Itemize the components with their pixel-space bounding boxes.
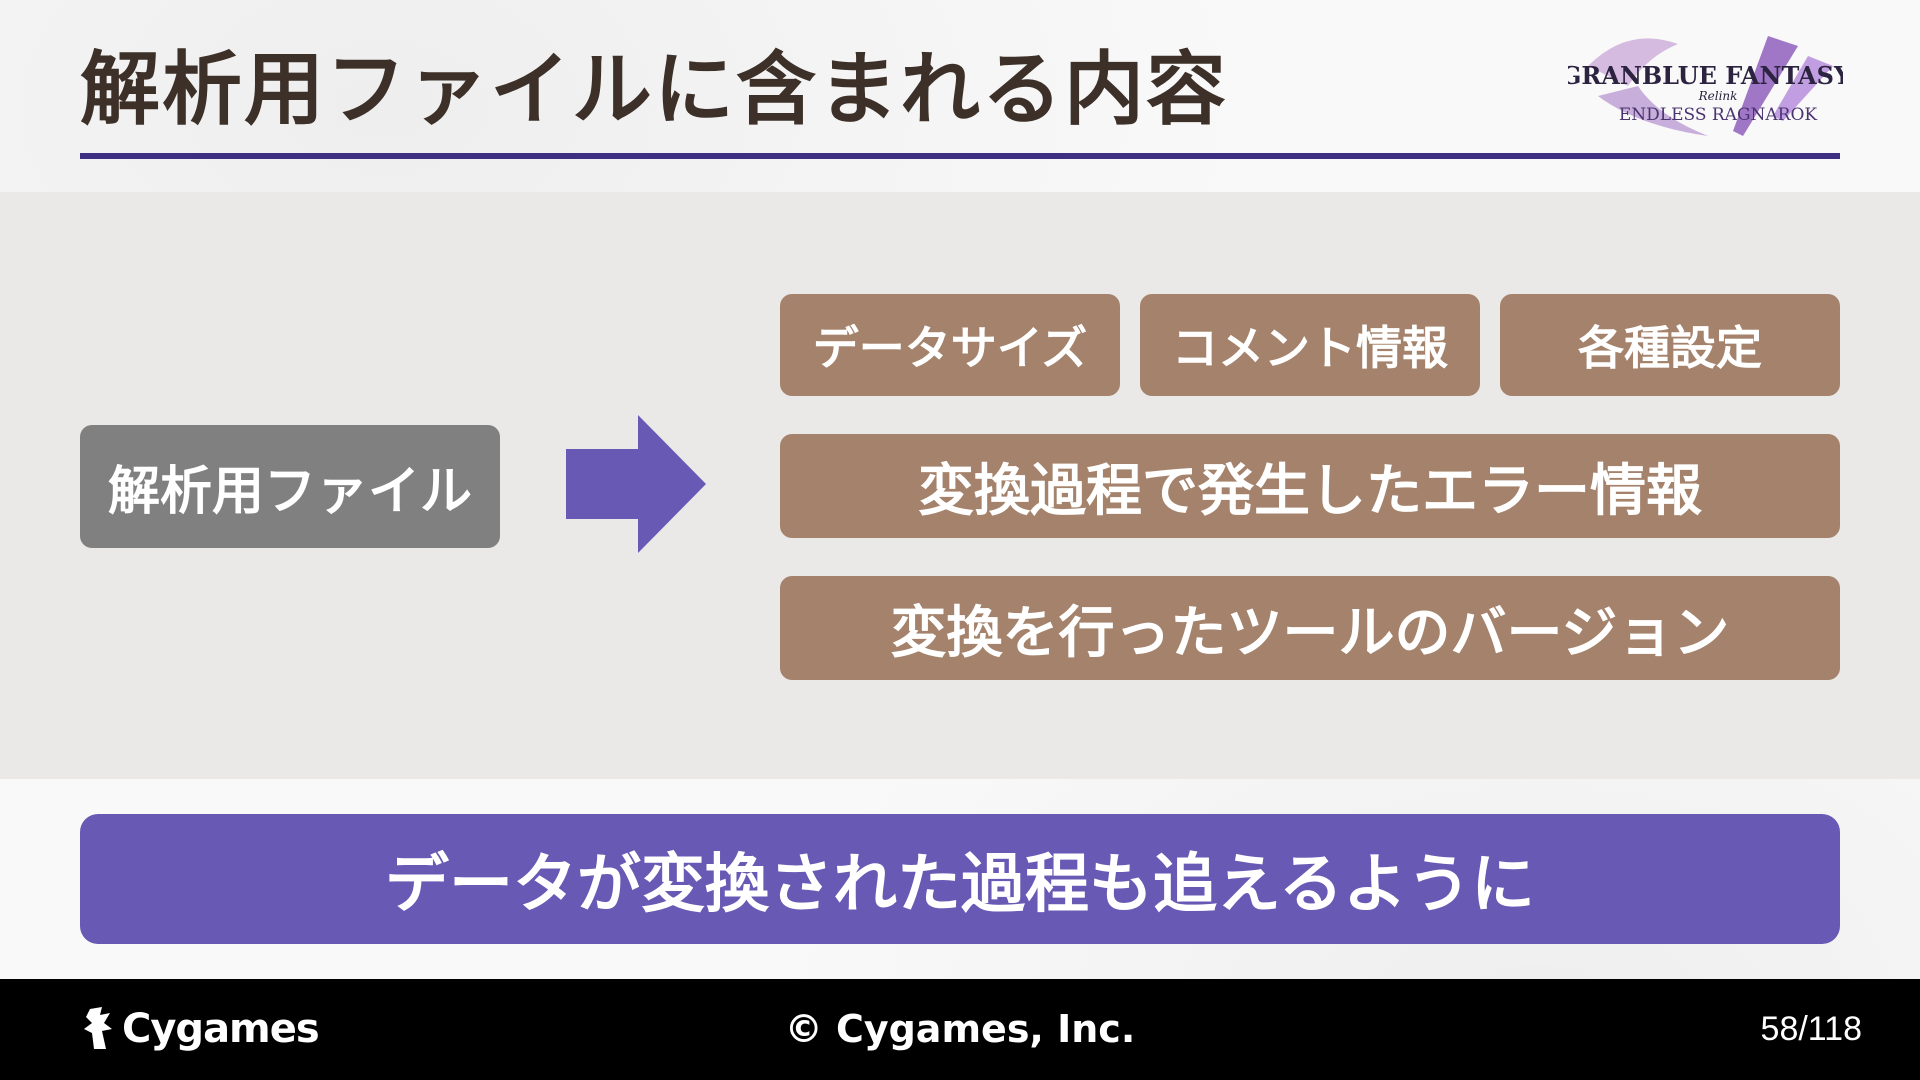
footer-copyright: © Cygames, Inc.: [784, 1007, 1136, 1051]
content-tag-comment: コメント情報: [1140, 294, 1480, 396]
source-file-label: 解析用ファイル: [107, 462, 472, 522]
logo-line-2: Relink: [1698, 89, 1738, 103]
slide-title: 解析用ファイルに含まれる内容: [80, 43, 1228, 136]
content-tag-label: 変換過程で発生したエラー情報: [918, 458, 1702, 524]
logo-line-3: ENDLESS RAGNAROK: [1619, 105, 1818, 125]
game-logo: GRANBLUE FANTASY Relink ENDLESS RAGNAROK: [1568, 36, 1843, 136]
page-number: 58/118: [1760, 1010, 1862, 1048]
logo-line-1: GRANBLUE FANTASY: [1568, 61, 1843, 90]
title-underline: [80, 153, 1840, 159]
content-tag-data-size: データサイズ: [780, 294, 1120, 396]
content-tag-settings: 各種設定: [1500, 294, 1840, 396]
summary-banner: データが変換された過程も追えるように: [80, 814, 1840, 944]
footer-brand: Cygames: [80, 999, 320, 1059]
content-tag-errors: 変換過程で発生したエラー情報: [780, 434, 1840, 538]
footer: Cygames © Cygames, Inc. 58/118: [0, 979, 1920, 1080]
source-file-box: 解析用ファイル: [80, 425, 500, 548]
content-tag-label: データサイズ: [812, 321, 1088, 375]
cygames-mascot-icon: [84, 1007, 112, 1049]
right-arrow-icon: [566, 415, 706, 553]
summary-text: データが変換された過程も追えるように: [384, 848, 1536, 922]
footer-brand-name: Cygames: [122, 1006, 320, 1052]
content-tag-label: コメント情報: [1172, 321, 1448, 375]
content-tag-tool-version: 変換を行ったツールのバージョン: [780, 576, 1840, 680]
content-tag-label: 各種設定: [1578, 321, 1762, 375]
content-tag-label: 変換を行ったツールのバージョン: [890, 600, 1730, 666]
